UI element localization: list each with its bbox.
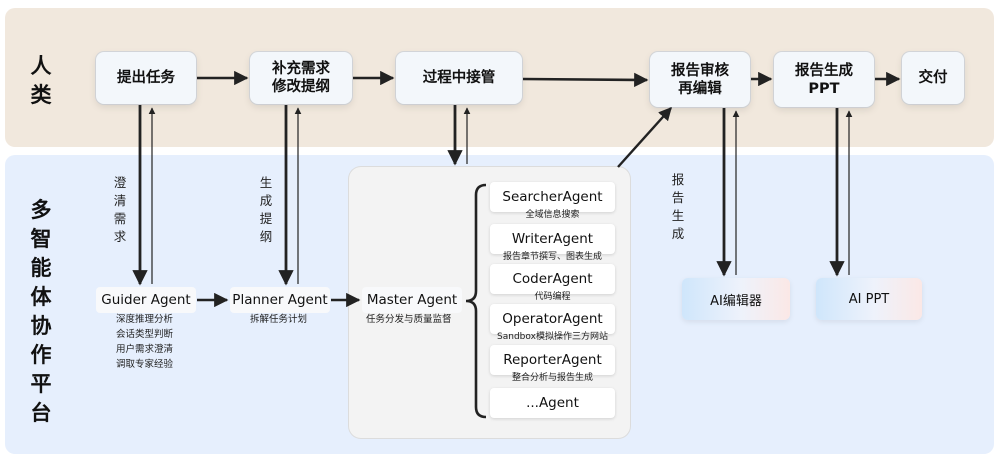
human-label-text: 人类 bbox=[30, 54, 52, 107]
submit-task-text: 提出任务 bbox=[117, 70, 175, 86]
sub-agent-desc: 全域信息搜索 bbox=[525, 210, 580, 220]
sub-agents-bracket bbox=[465, 183, 487, 419]
sub-agent-desc: Sandbox模拟操作三方网站 bbox=[497, 332, 608, 342]
arrow-master-to-review bbox=[617, 107, 672, 168]
supplement-outline-box: 补充需求 修改提纲 bbox=[250, 52, 352, 104]
review-edit-box: 报告审核 再编辑 bbox=[650, 52, 750, 107]
sub-agent-name: WriterAgent bbox=[511, 231, 594, 247]
sub-agent-desc: 代码编程 bbox=[534, 292, 571, 302]
master-desc-line: 任务分发与质量监督 bbox=[366, 314, 452, 325]
searcher-agent-box: SearcherAgent bbox=[490, 182, 615, 212]
arrow-takeover-to-review bbox=[522, 72, 649, 88]
ai-ppt-text: AI PPT bbox=[848, 291, 890, 307]
guider-desc-line: 调取专家经验 bbox=[116, 359, 174, 370]
guider-desc-line: 会话类型判断 bbox=[116, 329, 174, 340]
guider-desc-line: 深度推理分析 bbox=[116, 314, 174, 325]
sub-agent-name: ReporterAgent bbox=[503, 352, 602, 368]
agent-label-text: 多智能体协作平台 bbox=[30, 198, 52, 425]
ai-editor-box: AI编辑器 bbox=[682, 278, 790, 320]
takeover-text: 过程中接管 bbox=[422, 70, 496, 86]
outline-label-text: 生成提纲 bbox=[259, 175, 273, 244]
agent-band-label: 多智能体协作平台 bbox=[26, 196, 56, 428]
review-edit-text: 报告审核 再编辑 bbox=[671, 62, 729, 97]
planner-desc-line: 拆解任务计划 bbox=[250, 314, 308, 325]
clarify-label-text: 澄清需求 bbox=[113, 175, 127, 244]
takeover-box: 过程中接管 bbox=[396, 52, 522, 104]
master-agent-name: Master Agent bbox=[366, 292, 458, 308]
more-agent-box: ...Agent bbox=[490, 388, 615, 418]
guider-agent-box: Guider Agent bbox=[96, 287, 196, 313]
sub-agent-name: CoderAgent bbox=[512, 271, 593, 287]
deliver-box: 交付 bbox=[902, 52, 964, 104]
planner-agent-box: Planner Agent bbox=[230, 287, 330, 313]
coder-agent-box: CoderAgent bbox=[490, 264, 615, 294]
sub-agent-name: SearcherAgent bbox=[502, 189, 603, 205]
human-band-label: 人类 bbox=[26, 52, 56, 110]
report-gen-label: 报告生成 bbox=[670, 171, 686, 243]
master-agent-box: Master Agent bbox=[362, 287, 462, 313]
guider-desc-line: 用户需求澄清 bbox=[116, 344, 174, 355]
clarify-label: 澄清需求 bbox=[112, 174, 128, 246]
sub-agent-name: OperatorAgent bbox=[502, 311, 603, 327]
submit-task-box: 提出任务 bbox=[96, 52, 196, 104]
operator-agent-box: OperatorAgent bbox=[490, 304, 615, 334]
planner-agent-desc: 拆解任务计划 bbox=[250, 312, 307, 327]
sub-agent-desc: 报告章节撰写、图表生成 bbox=[502, 252, 602, 262]
ai-editor-text: AI编辑器 bbox=[710, 293, 762, 309]
reporter-agent-box: ReporterAgent bbox=[490, 345, 615, 375]
generate-ppt-box: 报告生成 PPT bbox=[774, 52, 874, 107]
sub-agent-name: ...Agent bbox=[526, 395, 579, 411]
ai-ppt-box: AI PPT bbox=[816, 278, 922, 320]
deliver-text: 交付 bbox=[918, 70, 948, 86]
guider-agent-desc: 深度推理分析 会话类型判断 用户需求澄清 调取专家经验 bbox=[116, 312, 173, 372]
guider-agent-name: Guider Agent bbox=[101, 292, 191, 308]
writer-agent-box: WriterAgent bbox=[490, 224, 615, 254]
sub-agent-desc: 整合分析与报告生成 bbox=[511, 373, 593, 383]
supplement-outline-text: 补充需求 修改提纲 bbox=[272, 61, 330, 95]
master-agent-desc: 任务分发与质量监督 bbox=[366, 312, 452, 327]
generate-ppt-text: 报告生成 PPT bbox=[795, 62, 853, 97]
outline-label: 生成提纲 bbox=[258, 174, 274, 246]
planner-agent-name: Planner Agent bbox=[232, 292, 328, 308]
report-gen-label-text: 报告生成 bbox=[671, 172, 685, 241]
